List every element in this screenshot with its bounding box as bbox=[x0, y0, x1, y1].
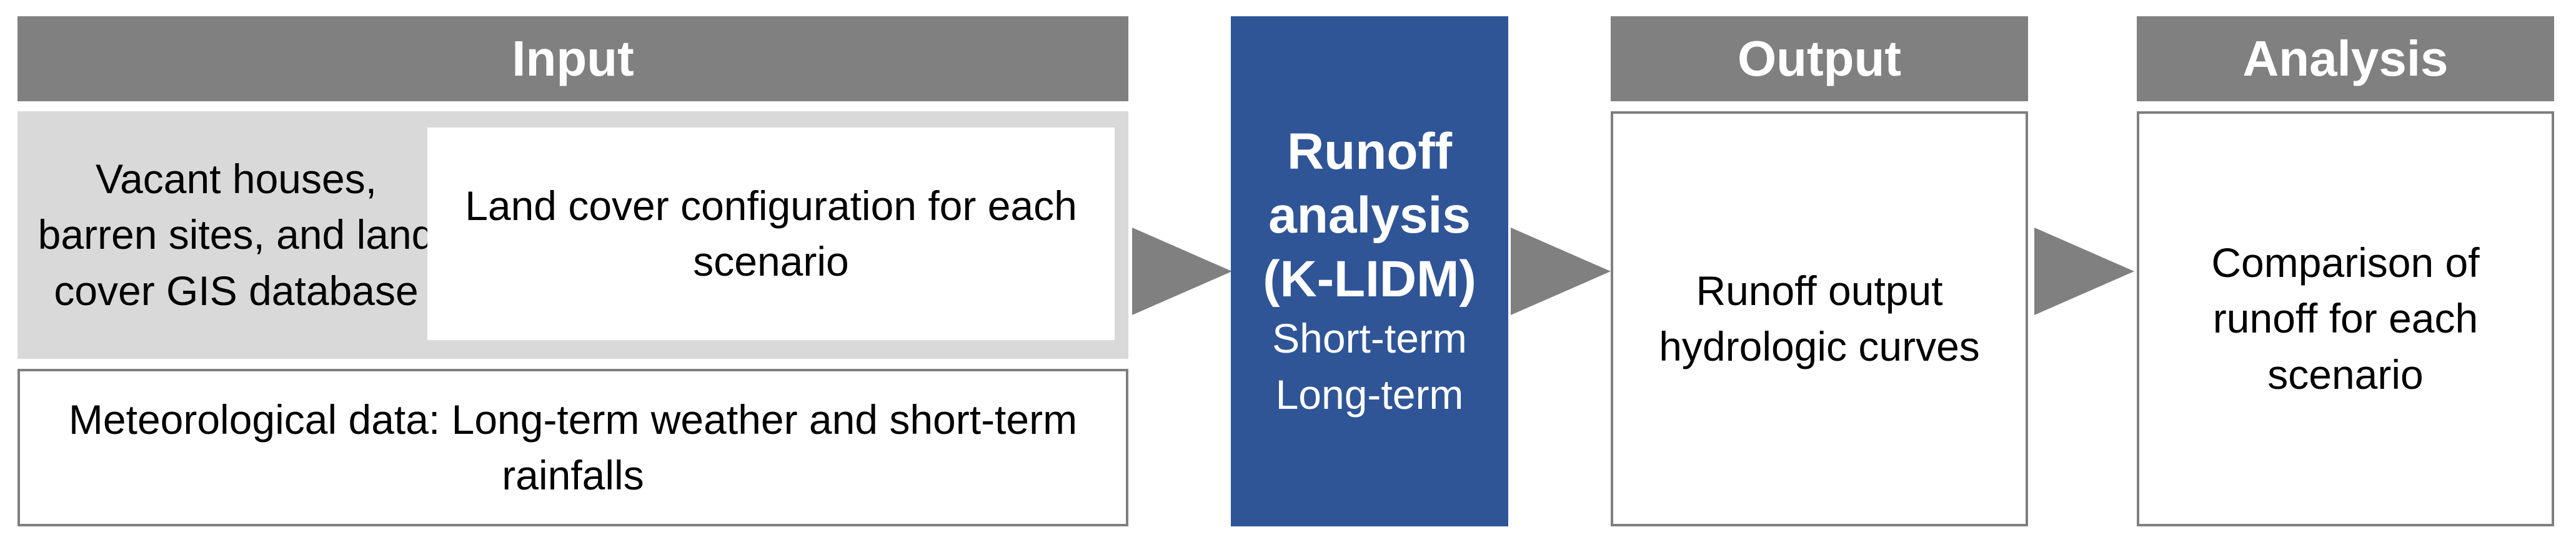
model-title-line-1: Runoff bbox=[1286, 123, 1453, 181]
land-cover-config-box: Land cover configuration for each scenar… bbox=[427, 128, 1115, 340]
model-sub-line-2: Long-term bbox=[1275, 371, 1464, 418]
arrow-output-to-analysis-icon bbox=[2034, 228, 2134, 315]
meteorological-data-box: Meteorological data: Long-term weather a… bbox=[17, 369, 1128, 526]
analysis-box: Comparison of runoff for each scenario bbox=[2137, 111, 2554, 526]
meteorological-data-label: Meteorological data: Long-term weather a… bbox=[68, 396, 1078, 498]
gis-database-text: Vacant houses, barren sites, and land co… bbox=[37, 111, 435, 359]
runoff-model-box: Runoff analysis (K-LIDM) Short-term Long… bbox=[1231, 16, 1508, 526]
arrow-model-to-output-icon bbox=[1511, 228, 1611, 315]
output-header-label: Output bbox=[1737, 31, 1902, 86]
output-header: Output bbox=[1611, 16, 2028, 101]
input-header: Input bbox=[17, 16, 1128, 101]
analysis-label: Comparison of runoff for each scenario bbox=[2211, 239, 2480, 398]
model-title-line-3: (K-LIDM) bbox=[1263, 250, 1476, 308]
input-header-label: Input bbox=[512, 31, 634, 86]
analysis-header-label: Analysis bbox=[2242, 31, 2449, 86]
land-cover-config-label: Land cover configuration for each scenar… bbox=[465, 182, 1077, 284]
arrow-input-to-model-icon bbox=[1132, 228, 1232, 315]
output-box: Runoff output hydrologic curves bbox=[1611, 111, 2028, 526]
model-title-line-2: analysis bbox=[1268, 187, 1471, 244]
gis-database-label: Vacant houses, barren sites, and land co… bbox=[37, 156, 435, 314]
output-label: Runoff output hydrologic curves bbox=[1659, 267, 1980, 369]
analysis-header: Analysis bbox=[2137, 16, 2554, 101]
model-sub-line-1: Short-term bbox=[1272, 315, 1467, 362]
